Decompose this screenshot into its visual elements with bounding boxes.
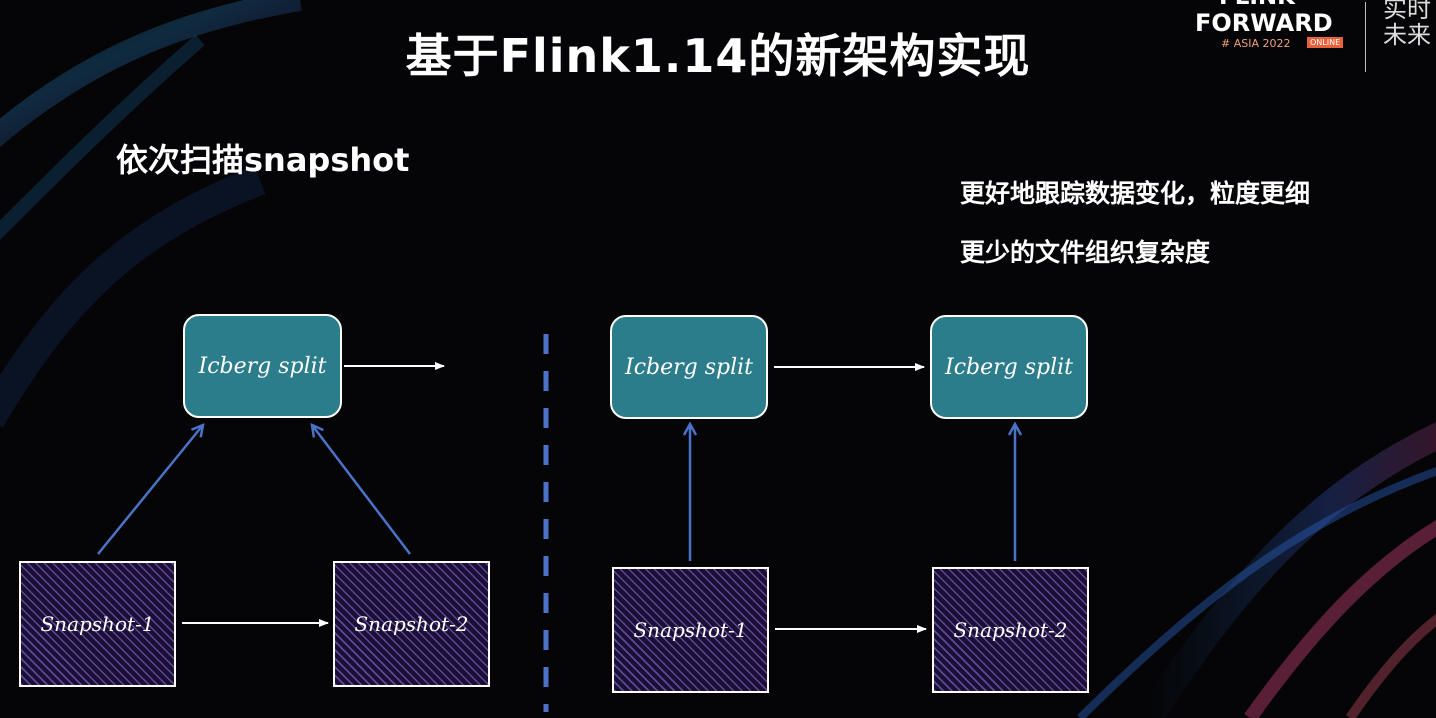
logo-line-1: FLINK bbox=[1219, 0, 1295, 10]
flink-forward-logo: FLINK FORWARD # ASIA 2022 ONLINE 实时 未来 bbox=[1195, 0, 1436, 72]
note-granularity: 更好地跟踪数据变化，粒度更细 bbox=[960, 179, 1311, 208]
note-complexity: 更少的文件组织复杂度 bbox=[960, 238, 1211, 267]
section-subtitle: 依次扫描snapshot bbox=[116, 141, 410, 179]
logo-separator bbox=[1365, 2, 1366, 72]
logo-chinese: 实时 未来 bbox=[1383, 0, 1431, 48]
left-snapshot-1: Snapshot-1 bbox=[19, 561, 176, 687]
page-title: 基于Flink1.14的新架构实现 bbox=[405, 29, 1031, 83]
logo-chinese-line-1: 实时 bbox=[1383, 0, 1431, 23]
right-iceberg-split-1: Icberg split bbox=[610, 315, 768, 419]
right-snapshot-2: Snapshot-2 bbox=[932, 567, 1089, 693]
left-snapshot-2: Snapshot-2 bbox=[333, 561, 490, 687]
right-iceberg-split-2: Icberg split bbox=[930, 315, 1088, 419]
right-snapshot-1: Snapshot-1 bbox=[612, 567, 769, 693]
left-iceberg-split: Icberg split bbox=[183, 314, 342, 418]
logo-online-badge: ONLINE bbox=[1307, 37, 1344, 48]
logo-line-2: FORWARD bbox=[1195, 9, 1333, 37]
logo-chinese-line-2: 未来 bbox=[1383, 21, 1431, 49]
logo-line-3: # ASIA 2022 bbox=[1221, 37, 1291, 50]
